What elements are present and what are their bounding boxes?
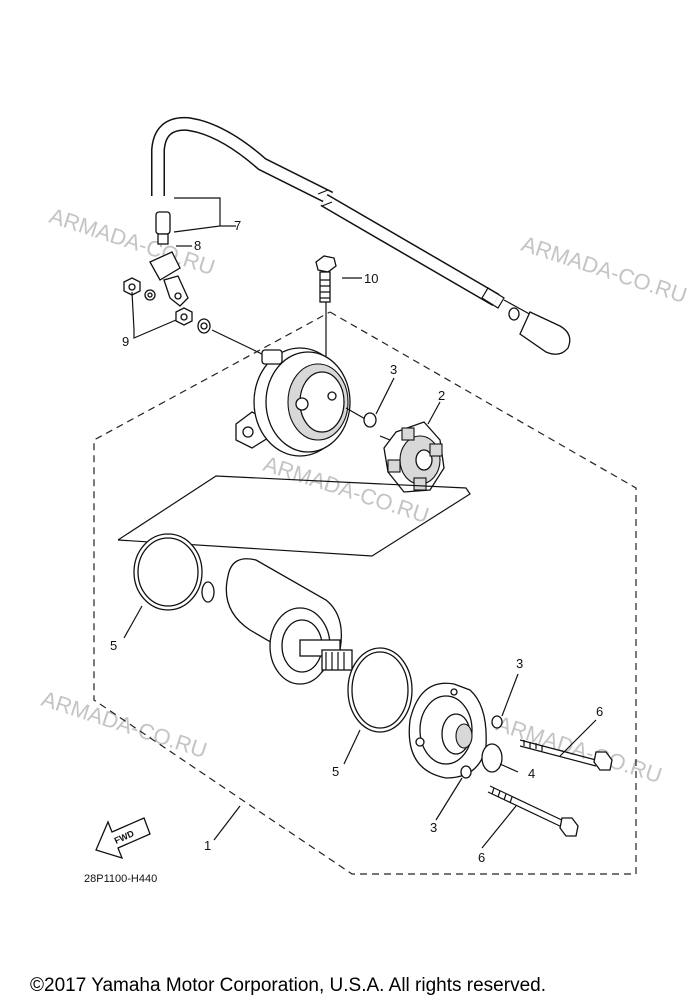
- nut-set: [123, 277, 263, 355]
- o-ring: [491, 715, 503, 729]
- copyright-footer: ©2017 Yamaha Motor Corporation, U.S.A. A…: [30, 975, 546, 996]
- callout-3-middle: 3: [516, 656, 523, 671]
- fwd-arrow-icon: FWD: [95, 817, 151, 860]
- callout-labels: 7 8 9 10 3 2 5 5 3 6 4 3 6 1: [110, 218, 603, 865]
- callout-5-right: 5: [332, 764, 339, 779]
- o-ring: [363, 412, 377, 428]
- drawing-code: 28P1100-H440: [84, 873, 157, 885]
- leader-lines: [123, 197, 597, 849]
- brush-holder: [379, 421, 445, 493]
- watermark: ARMADA-CO.RU: [493, 711, 665, 788]
- callout-1: 1: [204, 838, 211, 853]
- assembly-outline: [93, 311, 637, 875]
- o-ring-5-right: [347, 647, 413, 733]
- o-ring-4: [481, 743, 503, 773]
- callout-6-upper: 6: [596, 704, 603, 719]
- callout-9: 9: [122, 334, 129, 349]
- callout-5-left: 5: [110, 638, 117, 653]
- watermark: ARMADA-CO.RU: [518, 231, 687, 308]
- watermark: ARMADA-CO.RU: [38, 686, 210, 763]
- cable-terminal: [144, 211, 189, 307]
- o-ring: [460, 765, 472, 779]
- front-cover: [408, 682, 487, 779]
- callout-3-upper: 3: [390, 362, 397, 377]
- watermark: ARMADA-CO.RU: [46, 203, 218, 280]
- callout-10: 10: [364, 271, 378, 286]
- callout-4: 4: [528, 766, 535, 781]
- starter-yoke: [201, 558, 353, 685]
- starter-cable: [151, 116, 571, 355]
- subassembly-frame: [117, 475, 471, 557]
- callout-3-lower: 3: [430, 820, 437, 835]
- rear-cover: [235, 347, 375, 457]
- callout-8: 8: [194, 238, 201, 253]
- callout-2: 2: [438, 388, 445, 403]
- bolt-10: [315, 255, 337, 366]
- long-bolts: [487, 739, 613, 837]
- callout-7: 7: [234, 218, 241, 233]
- o-ring-5-left: [133, 533, 203, 611]
- callout-6-lower: 6: [478, 850, 485, 865]
